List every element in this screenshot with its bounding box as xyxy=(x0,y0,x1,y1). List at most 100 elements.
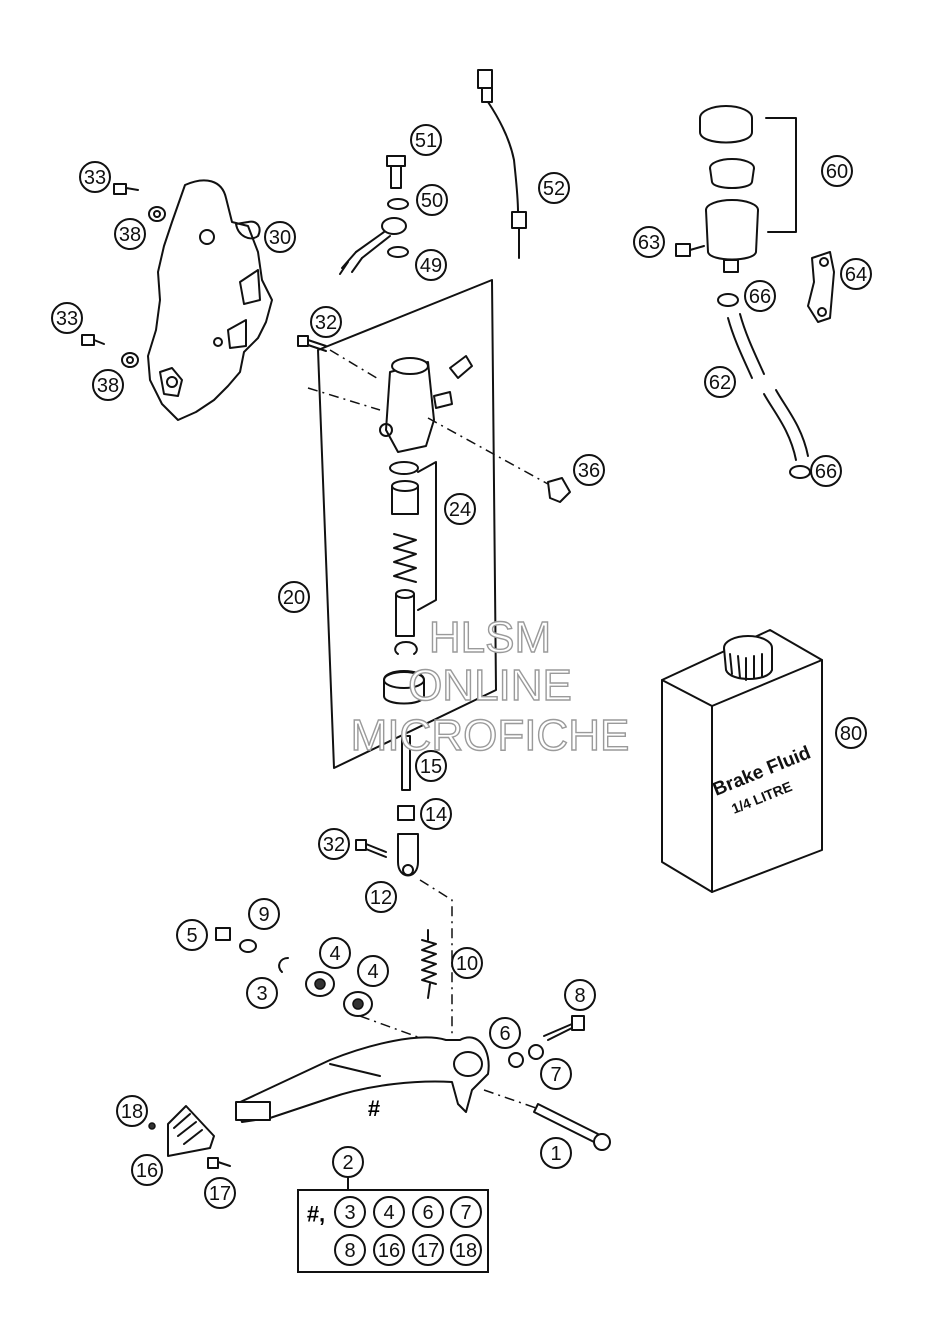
kit-item-number: 6 xyxy=(422,1202,433,1224)
callout-circle xyxy=(176,919,208,951)
callout-38b: 38 xyxy=(92,369,124,401)
kit-item-circle xyxy=(373,1234,405,1266)
callout-number: 51 xyxy=(415,130,437,152)
callout-circle xyxy=(278,581,310,613)
callout-number: 3 xyxy=(256,983,267,1005)
callout-circle xyxy=(540,1137,572,1169)
pivot-bolt-part-8 xyxy=(543,1015,585,1041)
assembly-line-rod xyxy=(419,879,453,1036)
callout-number: 20 xyxy=(283,587,305,609)
callout-circle xyxy=(310,306,342,338)
watermark-line-2: ONLINE xyxy=(408,661,572,710)
o-ring-part xyxy=(389,461,419,475)
kit-item: 8 xyxy=(334,1234,366,1266)
callout-number: 4 xyxy=(329,943,340,965)
callout-number: 1 xyxy=(550,1143,561,1165)
callout-18: 18 xyxy=(116,1095,148,1127)
callout-number: 30 xyxy=(269,227,291,249)
callout-number: 5 xyxy=(186,925,197,947)
callout-16: 16 xyxy=(131,1154,163,1186)
assembly-line-guard xyxy=(307,387,381,411)
master-cylinder-body-part xyxy=(379,355,473,453)
callout-36: 36 xyxy=(573,454,605,486)
pedal-assembly-mark: # xyxy=(368,1096,380,1121)
callout-circle xyxy=(319,937,351,969)
reservoir-diaphragm-part xyxy=(709,158,755,189)
callout-circle xyxy=(92,369,124,401)
clevis-part-12 xyxy=(397,833,419,877)
watermark: HLSM ONLINE MICROFICHE xyxy=(350,612,630,760)
callout-number: 18 xyxy=(121,1101,143,1123)
callout-circle xyxy=(633,226,665,258)
callout-9: 9 xyxy=(248,898,280,930)
nut-part-14 xyxy=(397,805,415,821)
clip-part-36 xyxy=(547,477,571,503)
callout-64: 64 xyxy=(840,258,872,290)
callout-8: 8 xyxy=(564,979,596,1011)
callout-number: 50 xyxy=(421,190,443,212)
callout-number: 62 xyxy=(709,372,731,394)
spring-part xyxy=(393,533,417,583)
seal-kit-bracket-24 xyxy=(417,461,437,611)
assembly-line-bolt xyxy=(483,1089,537,1109)
callout-66b: 66 xyxy=(810,455,842,487)
callout-number: 2 xyxy=(342,1152,353,1174)
callout-circle xyxy=(821,155,853,187)
screw-part-17 xyxy=(207,1157,231,1169)
callout-number: 49 xyxy=(420,255,442,277)
watermark-line-1: HLSM xyxy=(429,613,551,662)
callout-circle xyxy=(116,1095,148,1127)
callout-circle xyxy=(444,493,476,525)
callout-3: 3 xyxy=(246,977,278,1009)
callout-circle xyxy=(835,717,867,749)
screw-part-63 xyxy=(675,243,705,257)
kit-item: 16 xyxy=(373,1234,405,1266)
callout-number: 10 xyxy=(456,953,478,975)
callout-number: 66 xyxy=(749,286,771,308)
foot-peg-part-16 xyxy=(167,1105,215,1157)
bolt-part-33-top xyxy=(113,183,139,195)
callout-30: 30 xyxy=(264,221,296,253)
callout-2: 2 xyxy=(332,1146,364,1178)
callout-50: 50 xyxy=(416,184,448,216)
washer-part-50 xyxy=(387,198,409,210)
piston-part xyxy=(395,589,415,637)
callout-number: 60 xyxy=(826,161,848,183)
brake-light-switch-part-52 xyxy=(477,69,527,259)
callout-number: 52 xyxy=(543,178,565,200)
kit-item-number: 4 xyxy=(383,1202,394,1224)
callout-number: 24 xyxy=(449,499,471,521)
bracket-part-60 xyxy=(765,117,797,233)
assembly-line-top xyxy=(329,349,381,381)
kit-item-number: 3 xyxy=(344,1202,355,1224)
bolt-part-1 xyxy=(533,1103,611,1151)
callout-circle xyxy=(810,455,842,487)
callout-circle xyxy=(489,1017,521,1049)
banjo-bolt-part-51 xyxy=(386,155,406,189)
callout-circle xyxy=(415,750,447,782)
kit-item-number: 18 xyxy=(455,1240,477,1262)
callout-17: 17 xyxy=(204,1177,236,1209)
callout-4b: 4 xyxy=(357,955,389,987)
kit-item: 18 xyxy=(450,1234,482,1266)
callout-number: 7 xyxy=(550,1064,561,1086)
kit-item-number: 7 xyxy=(460,1202,471,1224)
kit-item-circle xyxy=(334,1234,366,1266)
callout-number: 33 xyxy=(56,308,78,330)
callout-number: 14 xyxy=(425,804,447,826)
washer-part-49 xyxy=(387,246,409,258)
callout-number: 38 xyxy=(119,224,141,246)
callout-circle xyxy=(318,828,350,860)
kit-item: 4 xyxy=(373,1196,405,1228)
callout-number: 66 xyxy=(815,461,837,483)
callout-52: 52 xyxy=(538,172,570,204)
callout-circle xyxy=(704,366,736,398)
callout-12: 12 xyxy=(365,881,397,913)
callout-circle xyxy=(451,947,483,979)
callout-circle xyxy=(248,898,280,930)
callout-circle xyxy=(131,1154,163,1186)
bushing-part-38-bottom xyxy=(121,352,139,368)
callout-number: 17 xyxy=(209,1183,231,1205)
